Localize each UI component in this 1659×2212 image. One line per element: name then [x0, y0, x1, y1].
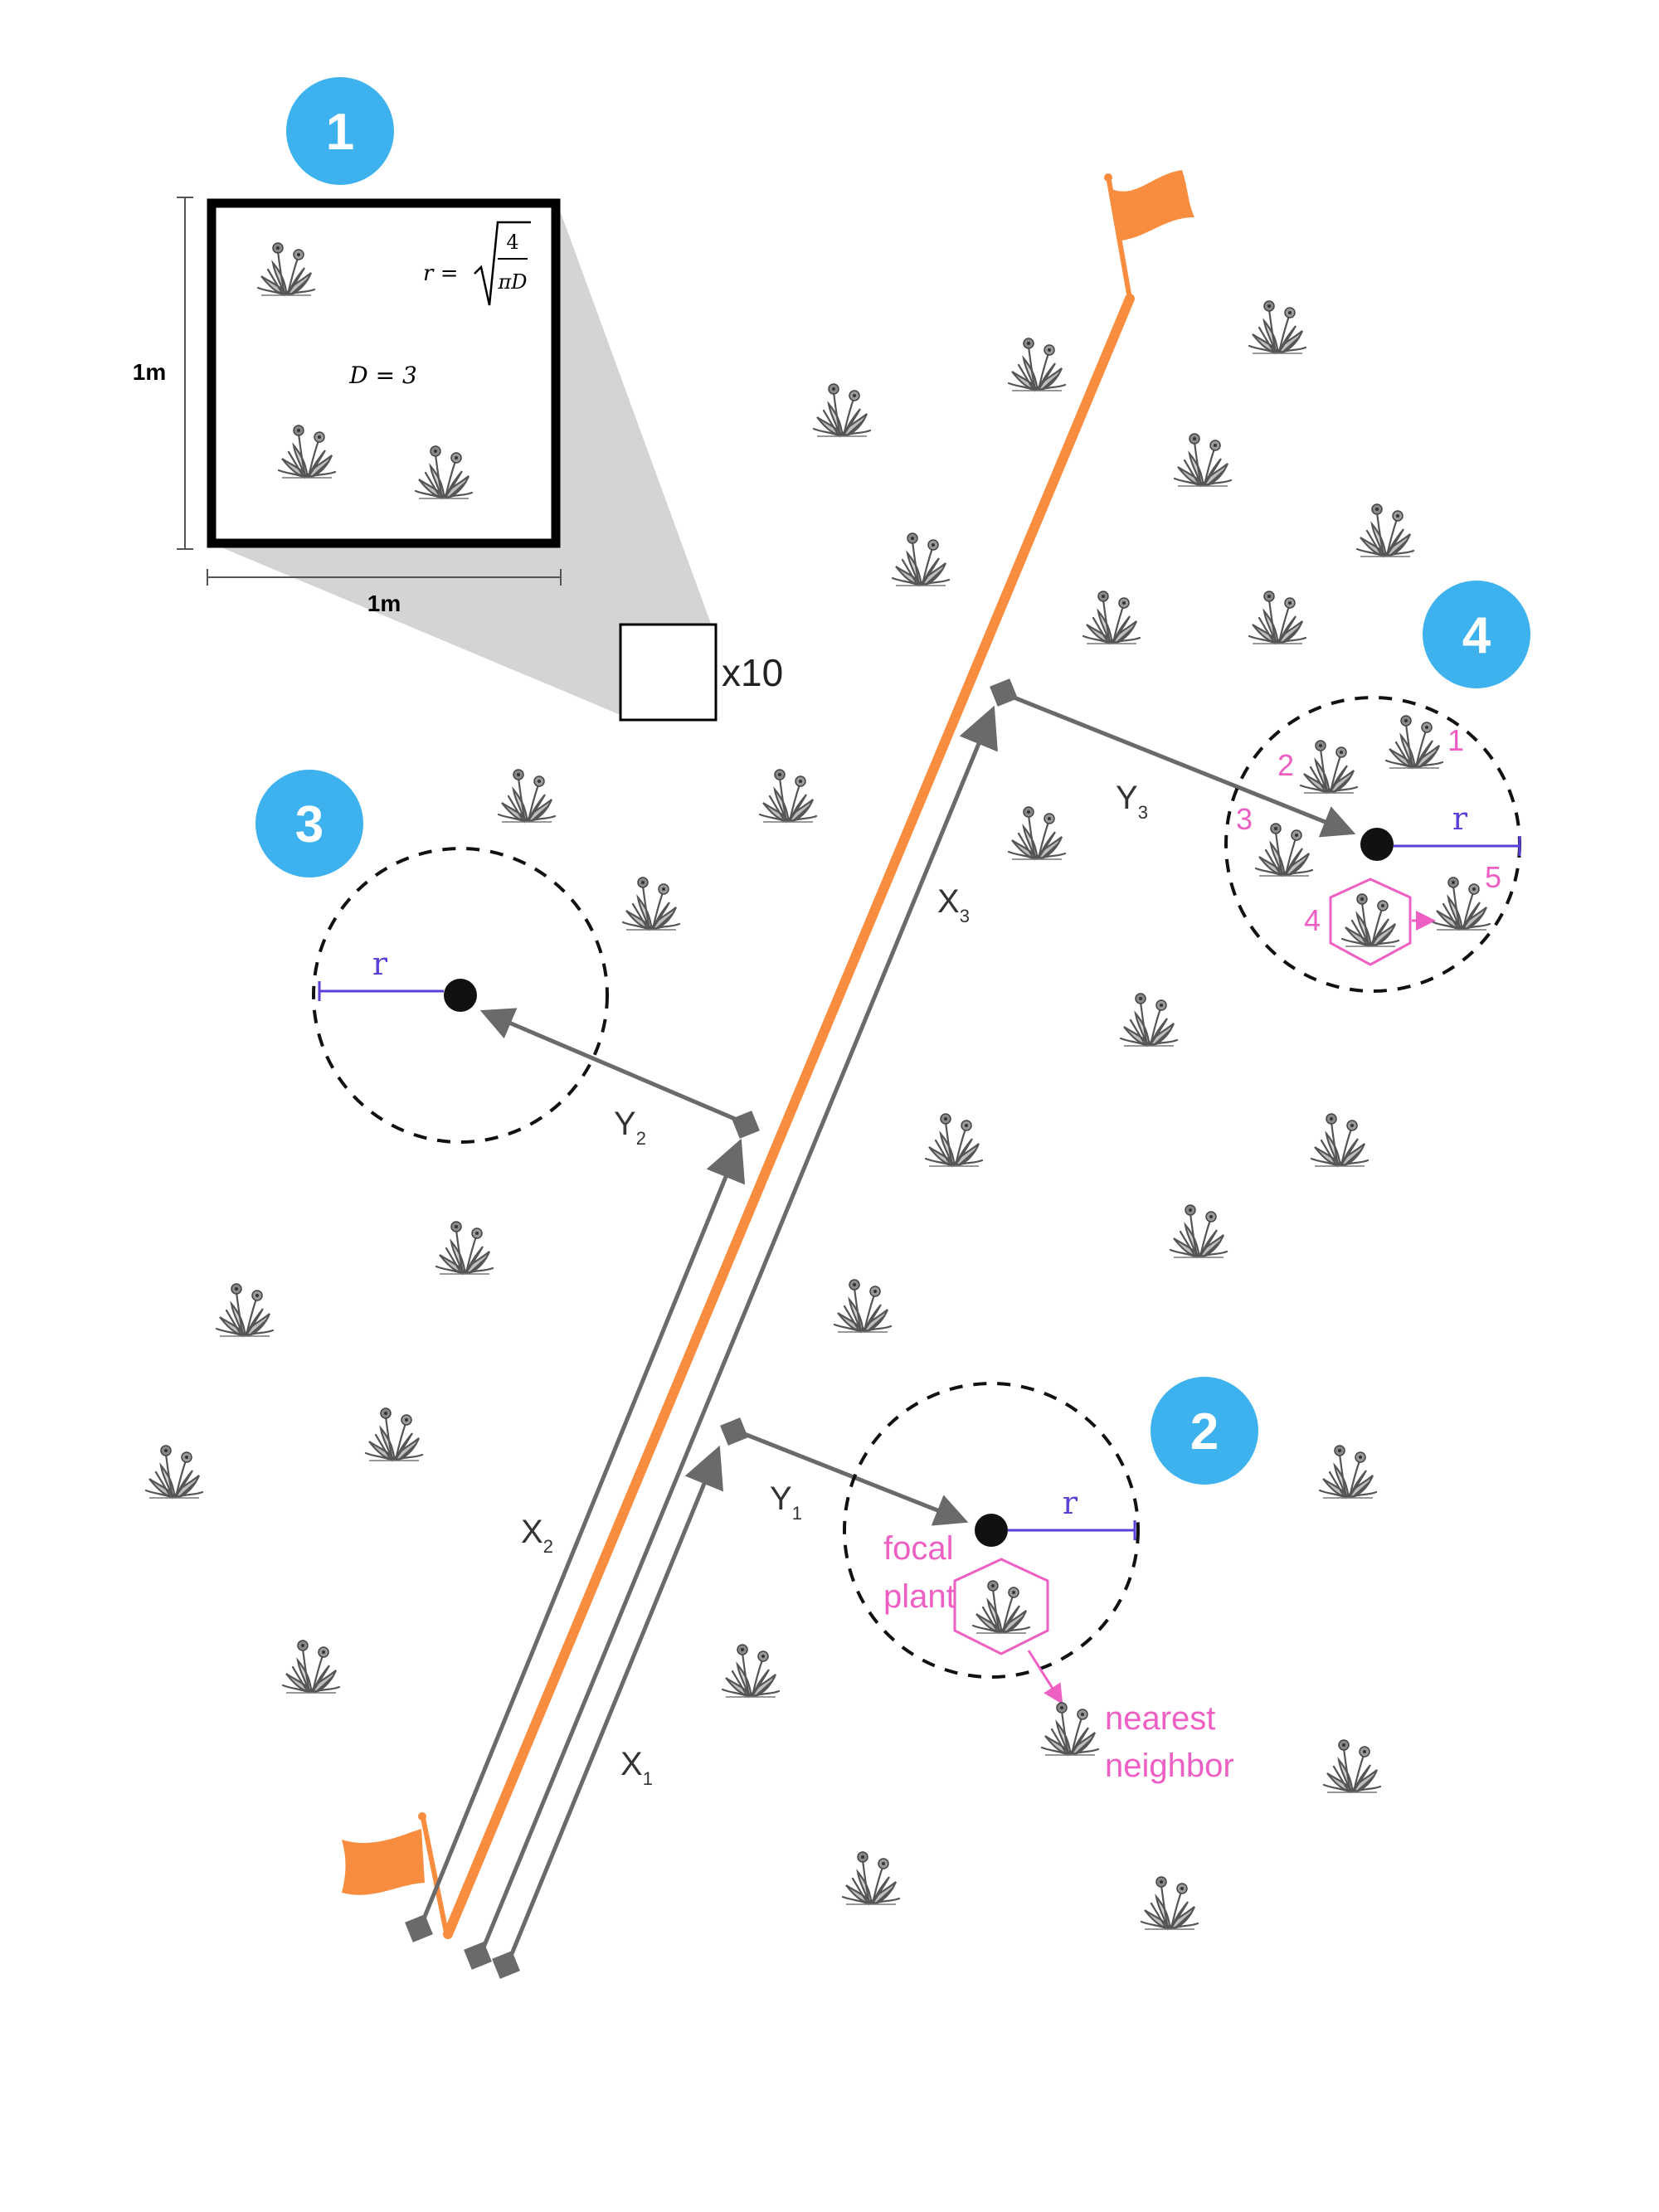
- dandelion-plant-icon: [1310, 1112, 1370, 1168]
- hexagon-highlight-icon: [953, 1558, 1049, 1655]
- radius-label: r: [1063, 1485, 1078, 1521]
- badge-3: 3: [295, 796, 324, 853]
- plot-center-point: [975, 1514, 1008, 1547]
- y1-label: Y1: [770, 1480, 802, 1524]
- focal-plant-label-line1: focal: [883, 1530, 954, 1567]
- step-badges: 1 2 3 4: [255, 77, 1530, 1485]
- y3-label: Y3: [1116, 780, 1148, 823]
- panel-2-plot: r focal plant nearest neighbor: [843, 1382, 1234, 1784]
- neighbor-number: 1: [1447, 723, 1464, 757]
- dandelion-plant-icon: [1173, 432, 1233, 488]
- neighbor-number: 4: [1304, 903, 1321, 937]
- radius-label: r: [1452, 800, 1468, 837]
- dandelion-plant-icon: [364, 1407, 424, 1462]
- y2-label: Y2: [614, 1106, 646, 1149]
- stake-marker-icon: [464, 1942, 492, 1970]
- dandelion-plant-icon: [1340, 892, 1400, 948]
- dandelion-plant-icon: [971, 1579, 1031, 1635]
- neighbor-number: 5: [1485, 860, 1501, 894]
- y2-measure-line: [479, 1008, 742, 1124]
- plot-center-point: [444, 979, 477, 1012]
- y1-measure-line: [737, 1429, 969, 1526]
- quadrat-square: [207, 198, 561, 548]
- dandelion-plant-icon: [497, 768, 557, 824]
- panel-4-plot: r 1 2 3 4 5: [1224, 696, 1521, 993]
- x3-measure-line: [477, 705, 998, 1958]
- dandelion-plant-icon: [1119, 992, 1179, 1048]
- small-quadrat: [619, 623, 718, 722]
- dandelion-plant-icon: [1254, 822, 1314, 878]
- x2-label: X2: [521, 1514, 553, 1557]
- dandelion-plant-icon: [1140, 1875, 1199, 1931]
- transect-line: [443, 294, 1135, 1939]
- density-equation: D = 3: [348, 362, 417, 389]
- side-label-vertical: 1m: [133, 359, 166, 385]
- dandelion-plant-icon: [215, 1282, 275, 1338]
- dandelion-plant-icon: [1082, 590, 1141, 645]
- x3-label: X3: [937, 883, 970, 926]
- badge-1: 1: [326, 104, 354, 161]
- y3-measure-line: [1007, 693, 1356, 838]
- stake-marker-icon: [990, 678, 1018, 707]
- radical-sign: [474, 221, 531, 306]
- dandelion-plant-icon: [833, 1278, 893, 1334]
- dandelion-plant-icon: [812, 382, 872, 438]
- radius-formula-numerator: 4: [506, 231, 518, 254]
- badge-4: 4: [1462, 607, 1491, 664]
- dandelion-plant-icon: [1318, 1444, 1378, 1500]
- radius-formula-denominator: πD: [497, 270, 527, 294]
- sampling-circle: [843, 1382, 1140, 1679]
- dandelion-plant-icon: [281, 1639, 341, 1694]
- transect: X1 X2 X3 Y1 Y2 Y3: [342, 170, 1356, 1979]
- x1-measure-line: [505, 1445, 723, 1965]
- dandelion-plant-icon: [924, 1112, 984, 1168]
- stake-marker-icon: [732, 1111, 760, 1139]
- neighbor-number: 3: [1236, 802, 1253, 836]
- quadrat-panel: r = 4 πD D = 3 1m 1m x10: [133, 197, 783, 722]
- dandelion-plant-icon: [1355, 503, 1415, 558]
- radius-formula-lhs: r =: [423, 261, 458, 286]
- dandelion-plant-icon: [1322, 1738, 1382, 1794]
- dandelion-plant-icon: [144, 1444, 204, 1500]
- nearest-neighbor-label-line2: neighbor: [1105, 1748, 1234, 1784]
- stake-marker-icon: [492, 1951, 520, 1979]
- neighbor-number: 2: [1277, 748, 1294, 782]
- nearest-neighbor-label-line1: nearest: [1105, 1700, 1215, 1737]
- dandelion-plant-icon: [1040, 1701, 1100, 1757]
- plot-center-point: [1360, 828, 1394, 861]
- stake-marker-icon: [405, 1914, 433, 1942]
- x1-label: X1: [620, 1746, 653, 1789]
- dandelion-plant-icon: [1432, 876, 1491, 931]
- hexagon-highlight-icon: [1329, 878, 1412, 966]
- radius-label: r: [372, 946, 388, 982]
- focal-plant-label-line2: plant: [883, 1578, 956, 1615]
- dandelion-plant-icon: [1299, 739, 1359, 795]
- flag-icon: [342, 1812, 449, 1933]
- flag-icon: [1104, 170, 1194, 299]
- dandelion-plant-icon: [1007, 337, 1067, 392]
- sampling-circle: [312, 847, 609, 1144]
- dandelion-plant-icon: [1007, 805, 1067, 861]
- dandelion-plant-icon: [1169, 1203, 1228, 1259]
- badge-2: 2: [1190, 1403, 1219, 1461]
- dandelion-plant-icon: [621, 876, 681, 931]
- dandelion-plant-icon: [1248, 299, 1307, 355]
- side-label-horizontal: 1m: [367, 591, 401, 616]
- dandelion-plant-icon: [758, 768, 818, 824]
- dandelion-plant-icon: [891, 532, 951, 587]
- dandelion-plant-icon: [721, 1643, 781, 1699]
- stake-marker-icon: [720, 1417, 748, 1446]
- repeat-label: x10: [722, 651, 783, 694]
- panel-3-plot: r: [312, 847, 609, 1144]
- x2-measure-line: [416, 1138, 746, 1932]
- dandelion-plant-icon: [435, 1220, 494, 1276]
- dandelion-plant-icon: [1248, 590, 1307, 645]
- dandelion-plant-icon: [1384, 714, 1444, 770]
- dandelion-plant-icon: [841, 1850, 901, 1906]
